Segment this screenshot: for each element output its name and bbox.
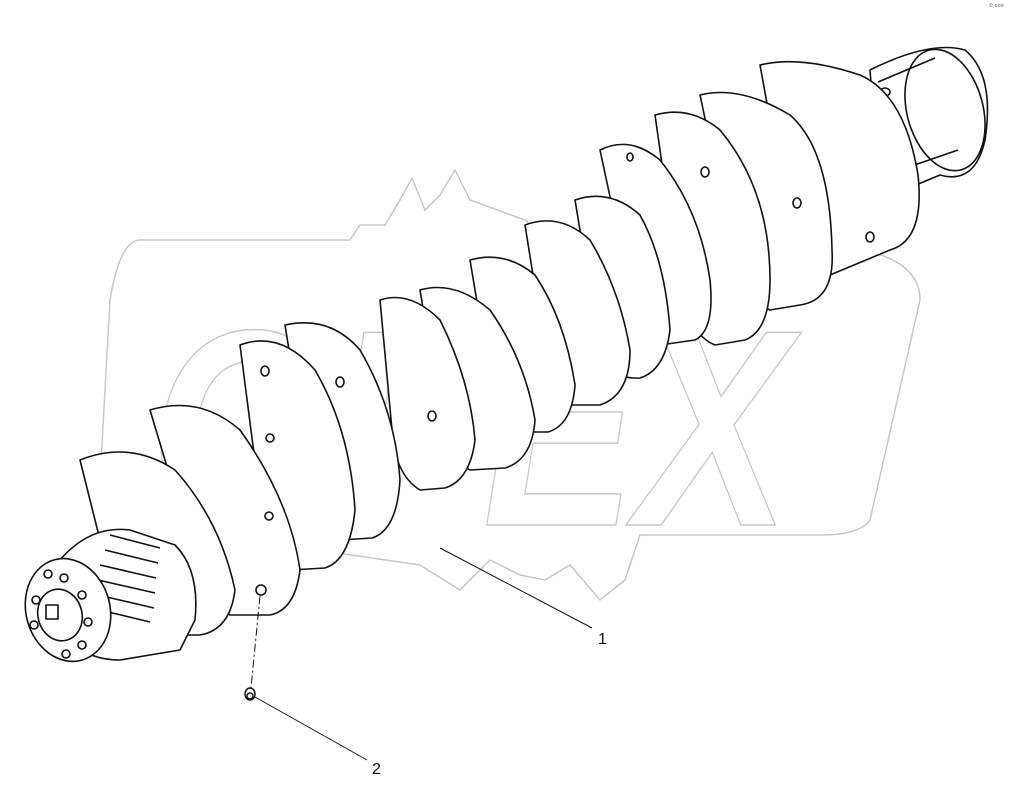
callout-2[interactable]: 2 <box>372 761 381 778</box>
leader-line-1 <box>439 547 593 629</box>
crankshaft <box>24 46 989 663</box>
plug-part <box>244 595 261 701</box>
front-gear <box>24 528 197 663</box>
corner-mark: © ooo <box>989 3 1004 9</box>
leader-lines <box>254 547 593 761</box>
callout-1[interactable]: 1 <box>598 631 607 648</box>
crank-webs <box>79 60 920 636</box>
leader-line-2 <box>254 696 368 761</box>
oil-holes <box>255 152 875 596</box>
